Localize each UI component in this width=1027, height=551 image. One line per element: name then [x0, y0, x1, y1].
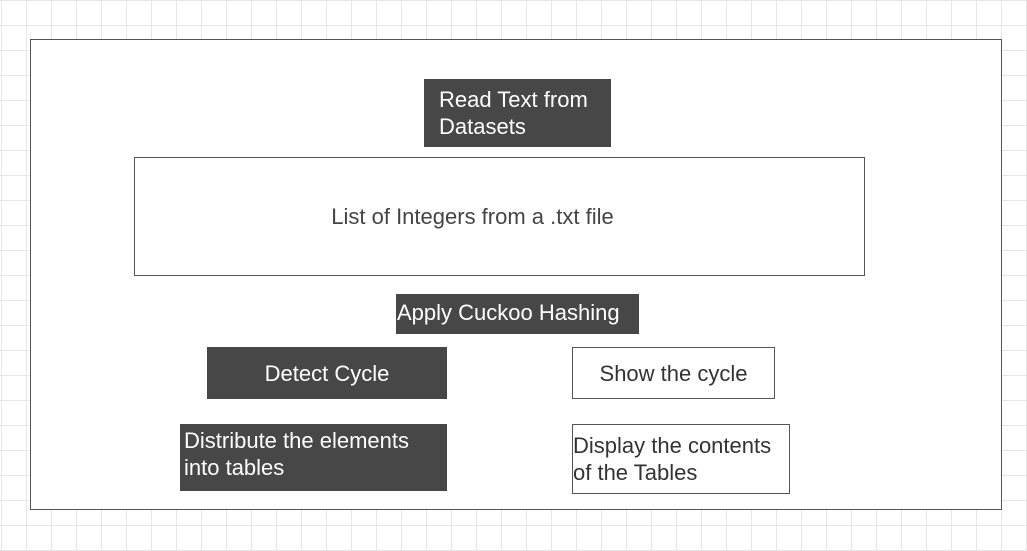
node-detect-cycle-label: Detect Cycle	[264, 360, 390, 386]
node-read-text[interactable]: Read Text from Datasets	[424, 79, 611, 147]
node-apply-cuckoo-hashing[interactable]: Apply Cuckoo Hashing	[396, 294, 639, 334]
node-distribute-elements[interactable]: Distribute the elements into tables	[180, 424, 447, 491]
node-display-tables-line1: Display the contents	[573, 433, 772, 458]
node-apply-cuckoo-hashing-label: Apply Cuckoo Hashing	[397, 300, 620, 325]
node-show-cycle-label: Show the cycle	[599, 360, 748, 386]
node-show-cycle[interactable]: Show the cycle	[572, 347, 775, 399]
node-distribute-elements-line2: into tables	[184, 455, 285, 480]
node-display-tables[interactable]: Display the contents of the Tables	[572, 424, 790, 494]
node-display-tables-line2: of the Tables	[573, 460, 698, 485]
node-distribute-elements-line1: Distribute the elements	[184, 428, 409, 453]
node-integer-list-label: List of Integers from a .txt file	[331, 204, 614, 229]
node-read-text-line1: Read Text from	[439, 87, 588, 112]
node-read-text-line2: Datasets	[439, 114, 526, 139]
node-integer-list[interactable]: List of Integers from a .txt file	[134, 157, 865, 276]
node-detect-cycle[interactable]: Detect Cycle	[207, 347, 447, 399]
